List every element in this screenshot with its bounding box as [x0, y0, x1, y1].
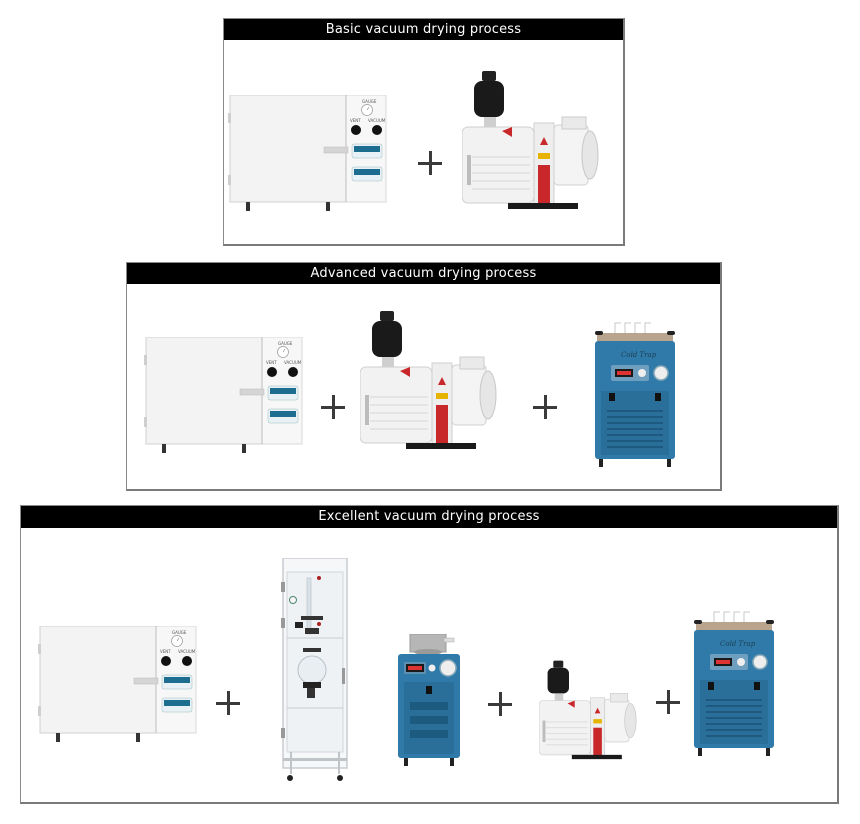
svg-text:VENT: VENT: [160, 649, 171, 654]
panel-excellent: Excellent vacuum drying process GAUGE VE…: [20, 505, 839, 804]
svg-text:VACUUM: VACUUM: [284, 360, 302, 365]
vacuum-pump-icon: [462, 65, 602, 221]
plus-icon: [533, 395, 557, 419]
svg-text:VACUUM: VACUUM: [178, 649, 196, 654]
plus-icon: [488, 692, 512, 716]
circulator-icon: [396, 634, 462, 770]
cold-trap-icon: Cold Trap: [593, 317, 677, 469]
plus-icon: [418, 151, 442, 175]
plus-icon: [321, 395, 345, 419]
svg-text:VENT: VENT: [350, 118, 361, 123]
cold-trap-icon: Cold Trap: [692, 606, 776, 758]
plus-icon: [656, 690, 680, 714]
svg-text:GAUGE: GAUGE: [278, 341, 293, 346]
panel-advanced: Advanced vacuum drying process GAUGE VEN…: [126, 262, 722, 491]
svg-text:VACUUM: VACUUM: [368, 118, 386, 123]
svg-text:VENT: VENT: [266, 360, 277, 365]
vacuum-pump-icon: [360, 305, 500, 461]
panel-title: Basic vacuum drying process: [224, 19, 623, 40]
svg-text:Cold Trap: Cold Trap: [621, 351, 657, 359]
svg-text:Cold Trap: Cold Trap: [720, 640, 756, 648]
vacuum-oven-icon: GAUGE VENT VACUUM: [38, 626, 198, 746]
glass-reactor-icon: [279, 558, 351, 784]
svg-text:GAUGE: GAUGE: [362, 99, 377, 104]
panel-title: Advanced vacuum drying process: [127, 263, 720, 284]
vacuum-oven-icon: GAUGE VENT VACUUM: [228, 95, 388, 215]
vacuum-pump-icon: [539, 656, 639, 768]
svg-text:GAUGE: GAUGE: [172, 630, 187, 635]
vacuum-oven-icon: GAUGE VENT VACUUM: [144, 337, 304, 457]
panel-basic: Basic vacuum drying process GAUGE VENT V…: [223, 18, 625, 246]
panel-title: Excellent vacuum drying process: [21, 506, 837, 528]
plus-icon: [216, 691, 240, 715]
